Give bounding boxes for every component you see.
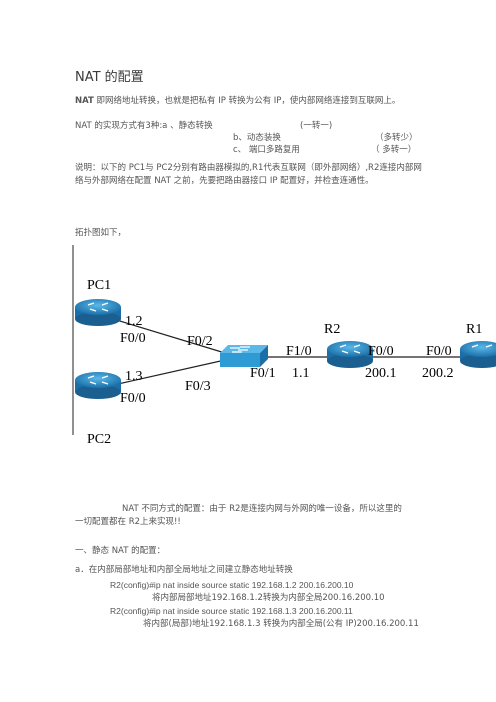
step-a: a．在内部局部地址和内部全局地址之间建立静态地址转换 bbox=[75, 565, 293, 575]
config-line-1: NAT 不同方式的配置：由于 R2是连接内网与外网的唯一设备，所以这里的 bbox=[122, 504, 402, 514]
link-pc1-switch bbox=[99, 314, 226, 354]
methods-lead: NAT 的实现方式有3种:a 、静态转换 bbox=[75, 121, 213, 131]
intro-paragraph: NAT 即网络地址转换，也就是把私有 IP 转换为公有 IP，使内部网络连接到互… bbox=[75, 95, 400, 107]
intro-text: 即网络地址转换，也就是把私有 IP 转换为公有 IP，使内部网络连接到互联网上。 bbox=[93, 96, 401, 106]
pc2-if-label: F0/0 bbox=[120, 391, 146, 406]
r2-f10-ip-label: 1.1 bbox=[292, 366, 310, 381]
intro-bold: NAT bbox=[75, 96, 94, 106]
desc-line-1: 说明：以下的 PC1与 PC2分别有路由器模拟的,R1代表互联网（即外部网络）,… bbox=[75, 163, 422, 173]
switch-f02-label: F0/2 bbox=[187, 334, 213, 349]
method-c: c、 端口多路复用 bbox=[233, 145, 300, 155]
cmd-2: R2(config)#ip nat inside source static 1… bbox=[110, 606, 353, 616]
pc2-label: PC2 bbox=[87, 432, 111, 447]
cmd-1: R2(config)#ip nat inside source static 1… bbox=[110, 580, 354, 590]
method-b-note: （多转少） bbox=[375, 133, 418, 143]
method-c-note: （ 多转一） bbox=[371, 145, 417, 155]
pc1-ip-label: 1.2 bbox=[125, 314, 143, 329]
switch-f03-label: F0/3 bbox=[185, 379, 211, 394]
r2-f10-label: F1/0 bbox=[286, 344, 312, 359]
pc1-router-icon bbox=[75, 299, 121, 326]
r1-router-icon bbox=[460, 341, 496, 368]
desc-line-2: 络与外部网络在配置 NAT 之前，先要把路由器接口 IP 配置好，并检查连通性。 bbox=[75, 176, 374, 186]
switch-f01-label: F0/1 bbox=[250, 366, 276, 381]
cmd-2-note: 将内部(局部)地址192.168.1.3 转换为内部全局(公有 IP)200.1… bbox=[143, 619, 419, 629]
topology-diagram: PC1 PC2 1.2 F0/0 1.3 F0/0 F0/2 F0/3 F0/1… bbox=[60, 245, 496, 450]
r2-label: R2 bbox=[324, 322, 340, 337]
static-heading: 一、静态 NAT 的配置： bbox=[75, 546, 166, 556]
r1-label: R1 bbox=[466, 322, 482, 337]
pc1-if-label: F0/0 bbox=[120, 331, 146, 346]
r2-f00-ip-label: 200.1 bbox=[365, 366, 397, 381]
method-b: b、动态装换 bbox=[233, 133, 281, 143]
cmd-1-note: 将内部局部地址192.168.1.2转换为内部全局200.16.200.10 bbox=[152, 593, 385, 603]
pc2-router-icon bbox=[75, 372, 121, 399]
r2-router-icon bbox=[327, 341, 373, 368]
topology-svg: PC1 PC2 1.2 F0/0 1.3 F0/0 F0/2 F0/3 F0/1… bbox=[72, 245, 496, 447]
r2-f00-label: F0/0 bbox=[368, 344, 394, 359]
r1-f00-label: F0/0 bbox=[426, 344, 452, 359]
switch-icon bbox=[220, 345, 268, 367]
config-line-2: 一切配置都在 R2上来实现!! bbox=[75, 517, 181, 527]
r1-f00-ip-label: 200.2 bbox=[422, 366, 454, 381]
method-a-note: (一转一) bbox=[300, 121, 333, 131]
topology-caption: 拓扑图如下， bbox=[75, 228, 127, 238]
pc2-ip-label: 1.3 bbox=[125, 369, 143, 384]
pc1-label: PC1 bbox=[87, 278, 111, 293]
page-title: NAT 的配置 bbox=[75, 70, 144, 85]
